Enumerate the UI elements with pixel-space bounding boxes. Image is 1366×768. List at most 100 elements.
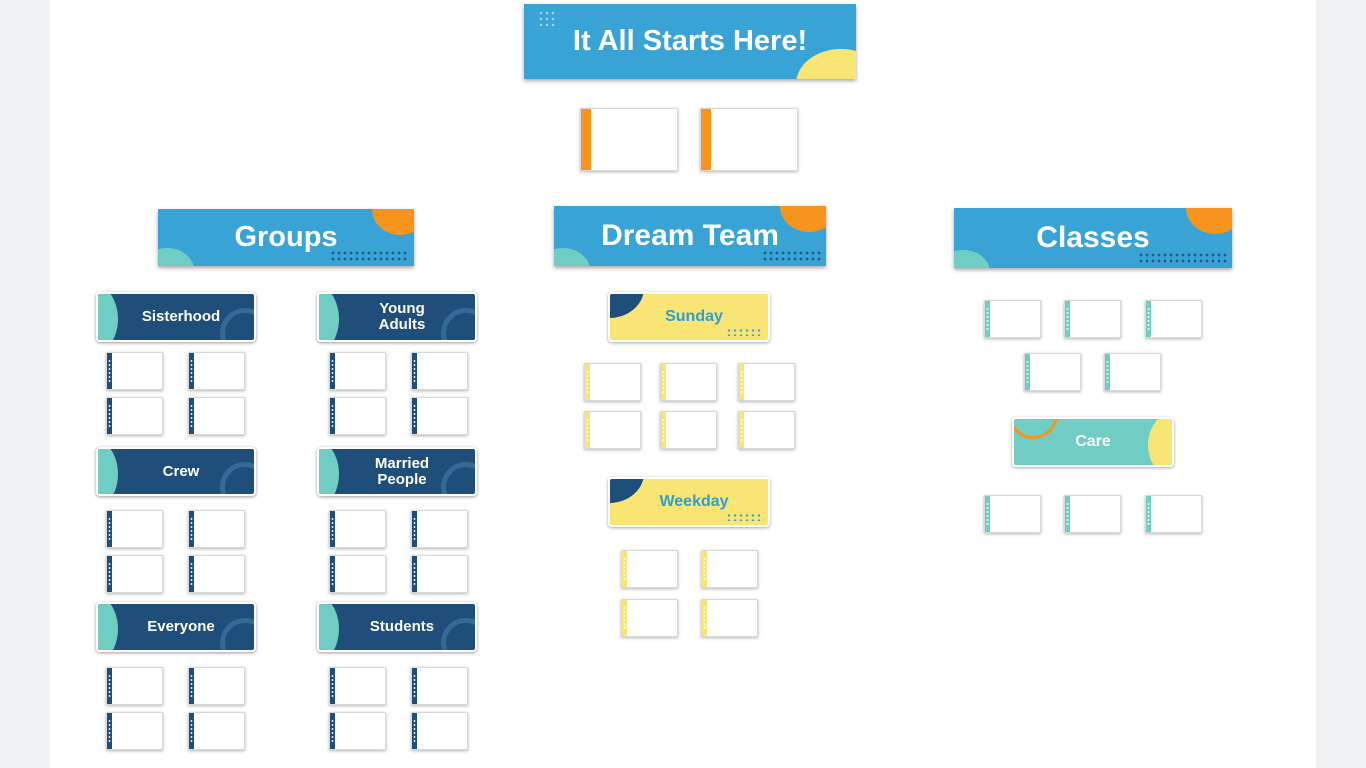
card-spine	[1146, 301, 1151, 337]
care-card[interactable]	[984, 495, 1041, 533]
dream-team-card[interactable]	[584, 411, 641, 449]
group-card[interactable]	[106, 510, 163, 548]
card-spine-dots	[1026, 360, 1029, 384]
card-spine	[189, 353, 194, 389]
card-spine-dots	[331, 517, 334, 541]
group-card[interactable]	[106, 712, 163, 750]
card-spine-dots	[108, 517, 111, 541]
card-spine-dots	[1147, 307, 1150, 331]
group-card[interactable]	[106, 397, 163, 435]
card-spine-dots	[108, 674, 111, 698]
class-card[interactable]	[1024, 353, 1081, 391]
group-card[interactable]	[188, 352, 245, 390]
card-spine-dots	[586, 370, 589, 394]
card-spine	[107, 556, 112, 592]
card-spine-dots	[331, 562, 334, 586]
group-banner-young-adults: Young Adults	[317, 292, 477, 342]
card-spine	[585, 412, 590, 448]
dream-team-label: Weekday	[659, 493, 729, 510]
section-banner-groups: Groups	[158, 209, 414, 266]
group-banner-crew: Crew	[96, 447, 256, 496]
card-spine	[330, 713, 335, 749]
dream-team-card[interactable]	[701, 550, 758, 588]
card-spine	[412, 353, 417, 389]
card-spine-dots	[190, 674, 193, 698]
dream-team-card[interactable]	[701, 599, 758, 637]
class-card[interactable]	[1145, 300, 1202, 338]
group-card[interactable]	[411, 555, 468, 593]
card-spine	[107, 353, 112, 389]
classes-banner-care: Care	[1012, 417, 1174, 467]
group-card[interactable]	[188, 397, 245, 435]
group-card[interactable]	[106, 352, 163, 390]
group-card[interactable]	[411, 397, 468, 435]
group-card[interactable]	[106, 555, 163, 593]
card-spine-dots	[1106, 360, 1109, 384]
card-spine-dots	[413, 719, 416, 743]
group-card[interactable]	[329, 667, 386, 705]
card-spine	[661, 364, 666, 400]
group-banner-sisterhood: Sisterhood	[96, 292, 256, 342]
dream-team-card[interactable]	[621, 599, 678, 637]
group-card[interactable]	[329, 555, 386, 593]
group-card[interactable]	[329, 397, 386, 435]
care-card[interactable]	[1064, 495, 1121, 533]
group-label: Sisterhood	[141, 308, 221, 325]
card-spine-dots	[986, 502, 989, 526]
class-card[interactable]	[1064, 300, 1121, 338]
dream-team-card[interactable]	[621, 550, 678, 588]
main-title-text: It All Starts Here!	[572, 25, 808, 57]
card-spine-dots	[623, 557, 626, 581]
intro-card[interactable]	[700, 108, 798, 171]
card-spine	[189, 668, 194, 704]
card-spine	[585, 364, 590, 400]
card-spine	[412, 556, 417, 592]
group-card[interactable]	[411, 667, 468, 705]
card-spine-dots	[740, 418, 743, 442]
card-spine-dots	[1066, 307, 1069, 331]
class-card[interactable]	[984, 300, 1041, 338]
card-spine-dots	[108, 719, 111, 743]
care-label: Care	[1075, 433, 1111, 450]
card-spine-dots	[662, 418, 665, 442]
group-card[interactable]	[329, 510, 386, 548]
card-spine	[412, 511, 417, 547]
main-title-banner: It All Starts Here!	[524, 4, 856, 79]
group-card[interactable]	[329, 712, 386, 750]
card-spine-dots	[331, 674, 334, 698]
group-card[interactable]	[188, 667, 245, 705]
card-spine-dots	[413, 404, 416, 428]
card-spine	[985, 496, 990, 532]
group-card[interactable]	[188, 510, 245, 548]
card-spine-dots	[703, 557, 706, 581]
dream-team-card[interactable]	[738, 411, 795, 449]
group-card[interactable]	[329, 352, 386, 390]
group-card[interactable]	[106, 667, 163, 705]
group-card[interactable]	[411, 510, 468, 548]
card-spine-dots	[662, 370, 665, 394]
card-spine-dots	[986, 307, 989, 331]
dream-team-card[interactable]	[660, 363, 717, 401]
dream-team-card[interactable]	[584, 363, 641, 401]
group-card[interactable]	[411, 712, 468, 750]
group-card[interactable]	[411, 352, 468, 390]
card-spine	[189, 398, 194, 434]
dream-team-card[interactable]	[738, 363, 795, 401]
card-spine	[1146, 496, 1151, 532]
group-label: Students	[369, 618, 435, 635]
group-label: Crew	[162, 462, 200, 480]
group-card[interactable]	[188, 712, 245, 750]
care-card[interactable]	[1145, 495, 1202, 533]
group-card[interactable]	[188, 555, 245, 593]
card-spine	[412, 713, 417, 749]
card-spine-dots	[413, 359, 416, 383]
section-banner-classes: Classes	[954, 208, 1232, 268]
card-spine	[702, 600, 707, 636]
card-spine-dots	[586, 418, 589, 442]
card-spine-dots	[331, 719, 334, 743]
card-spine	[189, 713, 194, 749]
intro-card[interactable]	[580, 108, 678, 171]
class-card[interactable]	[1104, 353, 1161, 391]
card-spine	[330, 556, 335, 592]
dream-team-card[interactable]	[660, 411, 717, 449]
